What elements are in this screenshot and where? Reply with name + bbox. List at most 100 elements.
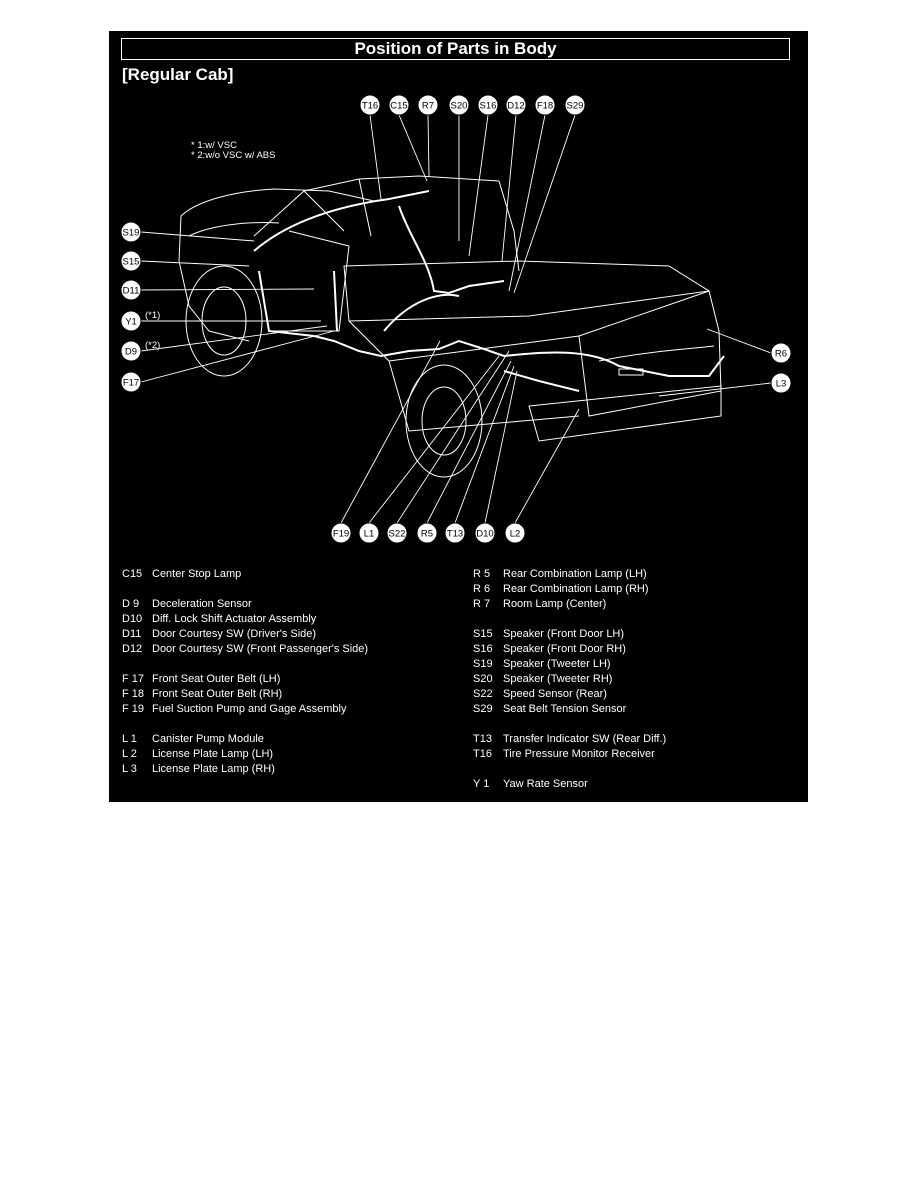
legend-code: F 18: [122, 688, 145, 700]
callout-circle: [477, 94, 499, 116]
callout-label: S20: [451, 101, 468, 112]
callout-circle: [359, 94, 381, 116]
callout-s16: S16: [477, 94, 499, 116]
callout-label: D9: [125, 347, 137, 358]
callout-s15: S15: [120, 250, 142, 272]
leader-line-s29: [513, 114, 576, 294]
callout-label: S19: [123, 228, 140, 239]
callout-note-y1: (*1): [145, 310, 160, 321]
callout-circle: [120, 279, 142, 301]
callout-s29: S29: [564, 94, 586, 116]
callout-circle: [388, 94, 410, 116]
callout-circle: [120, 310, 142, 332]
callout-circle: [504, 522, 526, 544]
legend-name: Transfer Indicator SW (Rear Diff.): [503, 733, 667, 745]
callout-circle: [448, 94, 470, 116]
legend-code: R 5: [473, 568, 491, 580]
footnote-2: * 2:w/o VSC w/ ABS: [191, 150, 276, 161]
callout-label: L2: [510, 529, 521, 540]
legend-name: Tire Pressure Monitor Receiver: [503, 748, 655, 760]
legend-code: D10: [122, 613, 143, 625]
leader-line-d11: [140, 288, 315, 291]
legend-code: S15: [473, 628, 493, 640]
callout-label: L1: [364, 529, 375, 540]
callout-t13: T13: [444, 522, 466, 544]
leader-line-l3: [658, 382, 772, 397]
legend-name: License Plate Lamp (LH): [152, 748, 274, 760]
callout-label: F17: [123, 378, 139, 389]
legend-name: Speed Sensor (Rear): [503, 688, 607, 700]
legend-name: License Plate Lamp (RH): [152, 763, 275, 775]
leader-line-l2: [514, 408, 580, 524]
legend-name: Front Seat Outer Belt (LH): [152, 673, 281, 685]
callouts-top: T16 C15 R7 S20 S16 D12 F18 S29: [359, 94, 586, 116]
leader-line-r5: [426, 360, 512, 524]
callout-circle: [120, 250, 142, 272]
leader-line-f19: [340, 340, 441, 524]
callout-s22: S22: [386, 522, 408, 544]
callout-circle: [358, 522, 380, 544]
legend-code: R 7: [473, 598, 491, 610]
leader-line-r7: [427, 114, 430, 177]
callout-d9: D9: [120, 340, 142, 362]
callout-label: R6: [775, 349, 787, 360]
callout-label: S29: [567, 101, 584, 112]
callout-s19: S19: [120, 221, 142, 243]
callout-label: D12: [507, 101, 524, 112]
truck-drawing: [178, 175, 722, 478]
callout-label: S15: [123, 257, 140, 268]
legend-code: S22: [473, 688, 493, 700]
legend-code: L 2: [122, 748, 137, 760]
legend-name: Canister Pump Module: [152, 733, 264, 745]
wiring-harness: [253, 190, 725, 392]
legend-code: F 19: [122, 703, 145, 715]
legend-code: C15: [122, 568, 143, 580]
legend-name: Speaker (Tweeter RH): [503, 673, 613, 685]
callout-d12: D12: [505, 94, 527, 116]
leader-line-d10: [484, 370, 518, 524]
callout-f17: F17: [120, 371, 142, 393]
callout-circle: [120, 221, 142, 243]
leader-line-s15: [140, 260, 250, 267]
callout-r5: R5: [416, 522, 438, 544]
legend-name: Diff. Lock Shift Actuator Assembly: [152, 613, 317, 625]
callout-s20: S20: [448, 94, 470, 116]
leader-line-s19: [140, 231, 255, 242]
leader-lines: [140, 114, 772, 524]
footnote-1: * 1:w/ VSC: [191, 140, 237, 151]
callout-circle: [564, 94, 586, 116]
legend-name: Speaker (Front Door LH): [503, 628, 625, 640]
callout-f19: F19: [330, 522, 352, 544]
legend-code: F 17: [122, 673, 145, 685]
leader-line-l1: [368, 355, 500, 524]
callout-label: R5: [421, 529, 433, 540]
footnotes: * 1:w/ VSC * 2:w/o VSC w/ ABS: [191, 141, 275, 161]
callout-circle: [386, 522, 408, 544]
callout-l3: L3: [770, 372, 792, 394]
leader-line-s16: [468, 114, 489, 257]
legend-code: L 3: [122, 763, 137, 775]
legend-name: Rear Combination Lamp (LH): [503, 568, 647, 580]
legend-code: S16: [473, 643, 493, 655]
callout-c15: C15: [388, 94, 410, 116]
legend-code: R 6: [473, 583, 491, 595]
callout-label: F18: [537, 101, 553, 112]
callout-circle: [120, 371, 142, 393]
legend-name: Room Lamp (Center): [503, 598, 607, 610]
legend-name: Seat Belt Tension Sensor: [503, 703, 627, 715]
callout-circle: [416, 522, 438, 544]
legend-code: T16: [473, 748, 492, 760]
callout-d11: D11: [120, 279, 142, 301]
callout-circle: [120, 340, 142, 362]
callout-circle: [534, 94, 556, 116]
callout-label: F19: [333, 529, 349, 540]
legend-name: Front Seat Outer Belt (RH): [152, 688, 283, 700]
callout-note-d9: (*2): [145, 340, 160, 351]
callout-r7: R7: [417, 94, 439, 116]
legend-name: Speaker (Tweeter LH): [503, 658, 611, 670]
callout-t16: T16: [359, 94, 381, 116]
legend-name: Fuel Suction Pump and Gage Assembly: [152, 703, 347, 715]
